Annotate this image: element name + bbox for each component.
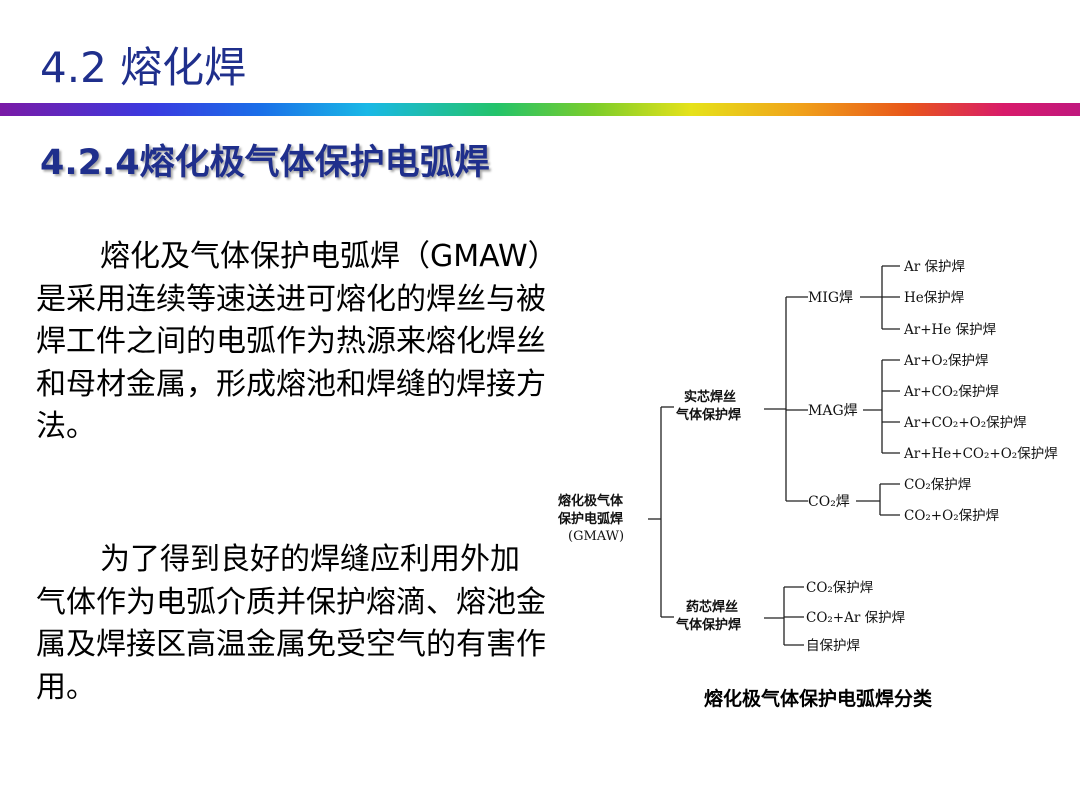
solid-wire-label-line2: 气体保护焊 bbox=[676, 407, 741, 423]
solid-wire-label-line1: 实芯焊丝 bbox=[684, 389, 736, 405]
root-label-line2: 保护电弧焊 bbox=[557, 511, 623, 527]
root-label-line1: 熔化极气体 bbox=[558, 493, 624, 509]
co2-label: CO₂焊 bbox=[808, 494, 850, 510]
co2-item-co2: CO₂保护焊 bbox=[904, 477, 971, 493]
section-title: 4.2.4熔化极气体保护电弧焊 bbox=[40, 143, 490, 183]
rainbow-divider bbox=[0, 103, 1080, 116]
mig-item-he: He保护焊 bbox=[904, 290, 964, 306]
root-label-line3: (GMAW) bbox=[568, 529, 624, 544]
paragraph-gas-protection: 为了得到良好的焊缝应利用外加气体作为电弧介质并保护熔滴、熔池金属及焊接区高温金属… bbox=[36, 542, 546, 705]
flux-wire-label-line2: 气体保护焊 bbox=[676, 617, 741, 633]
flux-wire-label-line1: 药芯焊丝 bbox=[686, 599, 738, 615]
diagram-caption: 熔化极气体保护电弧焊分类 bbox=[704, 688, 933, 710]
page-title: 4.2 熔化焊 bbox=[40, 43, 247, 92]
mag-item-arco2o2: Ar+CO₂+O₂保护焊 bbox=[903, 415, 1027, 431]
mig-item-arhe: Ar+He 保护焊 bbox=[903, 322, 996, 338]
flux-item-co2ar: CO₂+Ar 保护焊 bbox=[806, 610, 905, 626]
mag-item-arheco2o2: Ar+He+CO₂+O₂保护焊 bbox=[903, 446, 1058, 462]
mag-label: MAG焊 bbox=[808, 403, 858, 419]
mag-item-aro2: Ar+O₂保护焊 bbox=[903, 353, 989, 369]
flux-item-co2: CO₂保护焊 bbox=[806, 580, 873, 596]
classification-tree-diagram: 熔化极气体 保护电弧焊 (GMAW) 实芯焊丝 气体保护焊 MIG焊 Ar 保护… bbox=[557, 259, 1058, 654]
mag-item-arco2: Ar+CO₂保护焊 bbox=[903, 384, 999, 400]
mig-label: MIG焊 bbox=[808, 290, 853, 306]
co2-item-co2o2: CO₂+O₂保护焊 bbox=[904, 508, 999, 524]
flux-item-self: 自保护焊 bbox=[806, 638, 860, 654]
mig-item-ar: Ar 保护焊 bbox=[903, 259, 965, 275]
paragraph-gmaw-definition: 熔化及气体保护电弧焊（GMAW）是采用连续等速送进可熔化的焊丝与被焊工件之间的电… bbox=[36, 239, 546, 444]
